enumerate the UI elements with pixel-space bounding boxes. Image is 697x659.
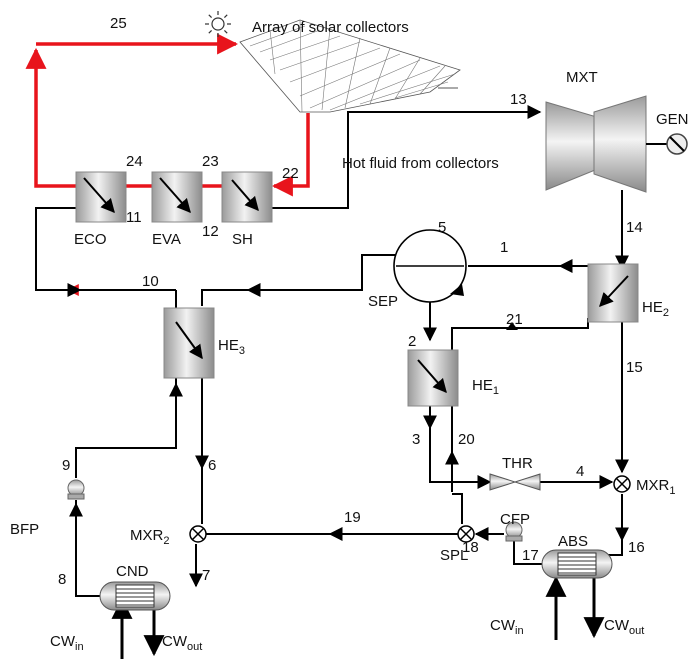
label-cw-out-left: CWout [162, 633, 202, 653]
stream-3-line [429, 404, 492, 489]
he2-heat-exchanger [587, 263, 639, 323]
stream-number-9: 9 [62, 457, 70, 474]
stream-number-22: 22 [282, 165, 299, 182]
label-thr: THR [502, 455, 533, 472]
eco-heat-exchanger [75, 171, 127, 223]
label-hot-fluid: Hot fluid from collectors [342, 155, 499, 172]
stream-number-4: 4 [576, 463, 584, 480]
stream-9-line [75, 378, 177, 478]
process-lines [35, 105, 629, 659]
stream-16-tail [608, 540, 623, 556]
label-eco: ECO [74, 231, 107, 248]
mixer-mxr2 [189, 525, 207, 543]
stream-number-2: 2 [408, 333, 416, 350]
stream-13-line [272, 105, 542, 209]
label-he2: HE2 [642, 299, 669, 319]
stream-number-21: 21 [506, 311, 523, 328]
stream-number-14: 14 [626, 219, 643, 236]
condenser-cnd [99, 581, 171, 611]
solar-collector-array [239, 19, 461, 113]
stream-22-line [271, 113, 310, 197]
label-he3: HE3 [218, 337, 245, 357]
stream-number-20: 20 [458, 431, 475, 448]
label-sh: SH [232, 231, 253, 248]
he3-heat-exchanger [163, 307, 215, 379]
label-gen: GEN [656, 111, 689, 128]
solar-loop [25, 33, 310, 197]
stream-number-18: 18 [462, 539, 479, 556]
stream-number-1: 1 [500, 239, 508, 256]
stream-number-23: 23 [202, 153, 219, 170]
stream-8-line [75, 500, 110, 597]
label-cfp: CFP [500, 511, 530, 528]
label-cw-in-left: CWin [50, 633, 84, 653]
mixer-mxr1 [613, 475, 631, 493]
separator-sep [393, 229, 467, 303]
label-abs: ABS [558, 533, 588, 550]
stream-number-17: 17 [522, 547, 539, 564]
stream-number-24: 24 [126, 153, 143, 170]
pump-bfp [67, 479, 85, 500]
stream-11-line [35, 207, 76, 291]
eva-heat-exchanger [151, 171, 203, 223]
label-cw-in-right: CWin [490, 617, 524, 637]
stream-21-arrow [506, 322, 518, 330]
stream-24-return-line [25, 47, 76, 188]
throttle-valve [489, 473, 541, 491]
stream-spl-up [452, 493, 463, 524]
stream-17-line [513, 540, 544, 565]
stream-number-7: 7 [202, 567, 210, 584]
label-mxr2: MXR2 [130, 527, 169, 547]
label-solar-array: Array of solar collectors [252, 19, 409, 36]
stream-number-19: 19 [344, 509, 361, 526]
generator-icon [666, 133, 688, 155]
splitter-spl [457, 525, 475, 543]
label-he1: HE1 [472, 377, 499, 397]
stream-number-8: 8 [58, 571, 66, 588]
stream-number-25: 25 [110, 15, 127, 32]
stream-number-12: 12 [202, 223, 219, 240]
turbine-mxt [545, 95, 668, 193]
sh-heat-exchanger [221, 171, 273, 223]
pump-cfp [505, 521, 523, 542]
label-mxr1: MXR1 [636, 477, 675, 497]
sun-icon [205, 11, 231, 37]
label-cw-out-right: CWout [604, 617, 644, 637]
stream-number-13: 13 [510, 91, 527, 108]
absorber-abs [541, 549, 613, 579]
label-cnd: CND [116, 563, 149, 580]
stream-number-3: 3 [412, 431, 420, 448]
stream-number-5: 5 [438, 219, 446, 236]
he1-heat-exchanger [407, 349, 459, 407]
label-spl: SPL [440, 547, 468, 564]
label-eva: EVA [152, 231, 181, 248]
stream-number-10: 10 [142, 273, 159, 290]
label-bfp: BFP [10, 521, 39, 538]
stream-number-16: 16 [628, 539, 645, 556]
label-mxt: MXT [566, 69, 598, 86]
stream-21-line [451, 318, 589, 350]
stream-number-15: 15 [626, 359, 643, 376]
stream-number-11: 11 [126, 209, 142, 226]
label-sep: SEP [368, 293, 398, 310]
stream-number-6: 6 [208, 457, 216, 474]
